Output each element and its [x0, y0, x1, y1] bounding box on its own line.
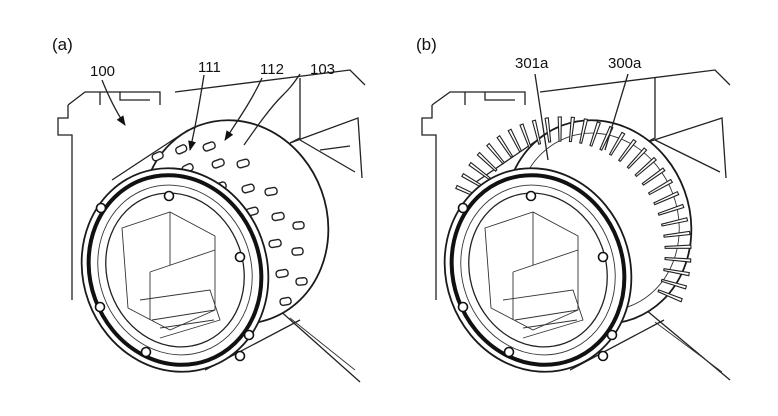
- heatsink-fin: [468, 161, 491, 181]
- mount-screws-b: [457, 190, 618, 362]
- heatsink-fin: [608, 131, 626, 156]
- callout-111: 111: [198, 59, 221, 76]
- heatsink-fin: [496, 134, 514, 159]
- heatsink-fin: [634, 156, 658, 178]
- heatsink-fin: [626, 147, 648, 170]
- camera-body-b: [421, 69, 731, 381]
- mount-flange-a: [80, 167, 270, 373]
- heatsink-fin: [485, 142, 506, 165]
- heatsink-fin: [579, 118, 589, 144]
- leaders-a: [101, 73, 301, 151]
- camera-body-a: [57, 69, 366, 383]
- heatsink-fin: [660, 217, 689, 227]
- leaders-b: [534, 73, 629, 161]
- callout-103: 103: [310, 61, 335, 78]
- callout-100: 100: [90, 63, 115, 80]
- heatsink-fin: [531, 119, 542, 145]
- heatsink-fin: [599, 125, 614, 151]
- callout-112: 112: [260, 61, 284, 78]
- heatsink-fin: [568, 116, 576, 143]
- heatsink-fin: [617, 138, 637, 163]
- heatsink-fins: [455, 116, 692, 303]
- heatsink-fin: [653, 190, 680, 206]
- heatsink-fin: [663, 268, 690, 277]
- callout-300a: 300a: [608, 55, 642, 72]
- panel-b: (b): [416, 35, 731, 381]
- heatsink-fin: [660, 278, 688, 290]
- heatsink-fin: [657, 203, 685, 216]
- heatsink-fin: [664, 257, 692, 263]
- mount-screws-a: [94, 190, 255, 362]
- panel-a-label: (a): [52, 35, 73, 54]
- mount-flange-b: [443, 167, 633, 373]
- heatsink-fin: [476, 151, 498, 172]
- callout-301a: 301a: [515, 55, 549, 72]
- heatsink-fin: [544, 117, 552, 143]
- heatsink-fin: [647, 178, 674, 196]
- panel-a: (a): [52, 35, 366, 383]
- heatsink-fin: [657, 289, 683, 303]
- panel-b-label: (b): [416, 35, 437, 54]
- heatsink-fin: [663, 230, 691, 238]
- heatsink-fin: [519, 123, 532, 149]
- heatsink-fin: [557, 116, 562, 142]
- heatsink-fin: [664, 244, 692, 249]
- heatsink-fin: [641, 167, 666, 186]
- heatsink-fin: [507, 128, 523, 153]
- heatsink-fin: [589, 121, 602, 147]
